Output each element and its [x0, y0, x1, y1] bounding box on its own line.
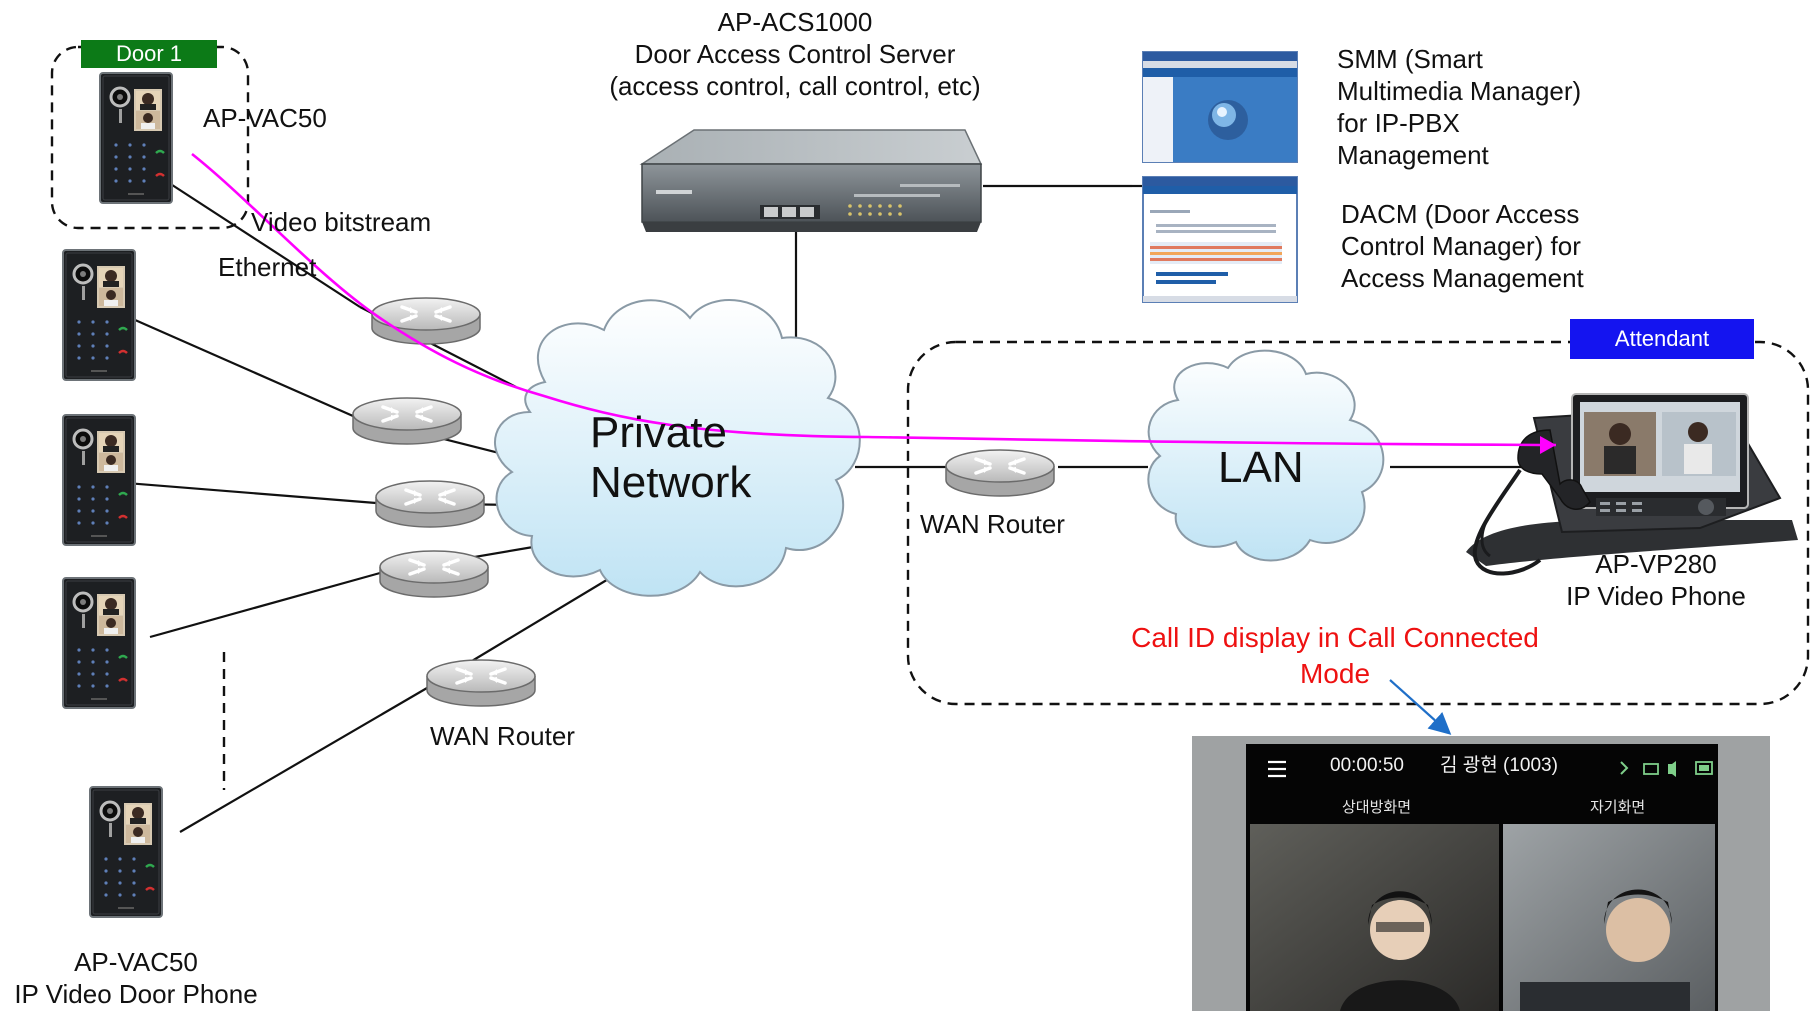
call-id-arrow — [1389, 679, 1452, 735]
door-phone-icon — [88, 785, 164, 919]
call-id-caption-line: Call ID display in Call Connected — [1131, 622, 1539, 653]
screen-status-icons — [1620, 761, 1713, 777]
video-bitstream-path — [191, 152, 1557, 447]
remote-view-label: 상대방화면 — [1342, 799, 1412, 816]
ethernet-label: Ethernet — [218, 252, 317, 282]
smm-line: Management — [1337, 140, 1489, 170]
door-phone-icon — [61, 576, 137, 710]
door1-device-label: AP-VAC50 — [203, 103, 327, 133]
private-network-label: Private Network — [590, 408, 751, 508]
server-description: (access control, call control, etc) — [609, 71, 981, 101]
attendant-tag: Attendant — [1570, 319, 1754, 359]
dacm-line: Access Management — [1341, 263, 1584, 293]
call-id-caption: Call ID display in Call Connected Mode — [1060, 620, 1610, 692]
self-view-label: 자기화면 — [1590, 799, 1646, 816]
private-network-cloud — [494, 299, 861, 597]
caller-id: 김 광현 (1003) — [1440, 755, 1558, 776]
door-phone-model: AP-VAC50 — [74, 947, 198, 977]
dacm-line: Control Manager) for — [1341, 231, 1581, 261]
server-name: Door Access Control Server — [634, 39, 956, 69]
video-phone-name: IP Video Phone — [1566, 581, 1746, 611]
attendant-group — [906, 340, 1810, 706]
ip-video-phone-icon — [1466, 393, 1798, 576]
door-phone-name: IP Video Door Phone — [14, 979, 258, 1009]
door1-tag: Door 1 — [81, 40, 217, 68]
private-network-line: Private — [590, 408, 727, 457]
video-bitstream-arrowhead — [1540, 436, 1556, 454]
dacm-line: DACM (Door Access — [1341, 199, 1580, 229]
wan-router-icon — [944, 448, 1056, 498]
router-icon — [374, 479, 486, 529]
router-icon — [351, 396, 463, 446]
smm-label: SMM (Smart Multimedia Manager) for IP-PB… — [1337, 43, 1581, 171]
wan-router-label: WAN Router — [920, 509, 1065, 539]
server-model: AP-ACS1000 — [717, 7, 873, 37]
door-phone-label: AP-VAC50 IP Video Door Phone — [0, 946, 272, 1010]
screen-menu-icon — [1268, 760, 1286, 778]
smm-screenshot — [1142, 51, 1298, 163]
video-phone-label: AP-VP280 IP Video Phone — [1536, 548, 1776, 612]
wan-router-label: WAN Router — [430, 721, 575, 751]
call-timer: 00:00:50 — [1330, 755, 1404, 776]
call-screen-photo — [1192, 736, 1770, 1011]
router-icon — [378, 549, 490, 599]
access-control-server-icon — [639, 129, 983, 232]
door-phone-icon — [98, 71, 174, 205]
call-id-caption-line: Mode — [1299, 658, 1371, 689]
smm-line: SMM (Smart — [1337, 44, 1483, 74]
lan-cloud — [1147, 349, 1385, 562]
dacm-screenshot — [1142, 176, 1298, 303]
router-icon — [425, 658, 537, 708]
router-icon — [370, 296, 482, 346]
door-phone-icon — [61, 413, 137, 547]
dacm-label: DACM (Door Access Control Manager) for A… — [1341, 198, 1584, 294]
door-phone-icon — [61, 248, 137, 382]
smm-line: Multimedia Manager) — [1337, 76, 1582, 106]
server-label: AP-ACS1000 Door Access Control Server (a… — [590, 6, 1000, 102]
smm-line: for IP-PBX — [1337, 108, 1460, 138]
video-phone-model: AP-VP280 — [1595, 549, 1717, 579]
video-bitstream-label: Video bitstream — [251, 207, 432, 237]
lan-label: LAN — [1218, 443, 1304, 492]
private-network-line: Network — [590, 458, 752, 507]
